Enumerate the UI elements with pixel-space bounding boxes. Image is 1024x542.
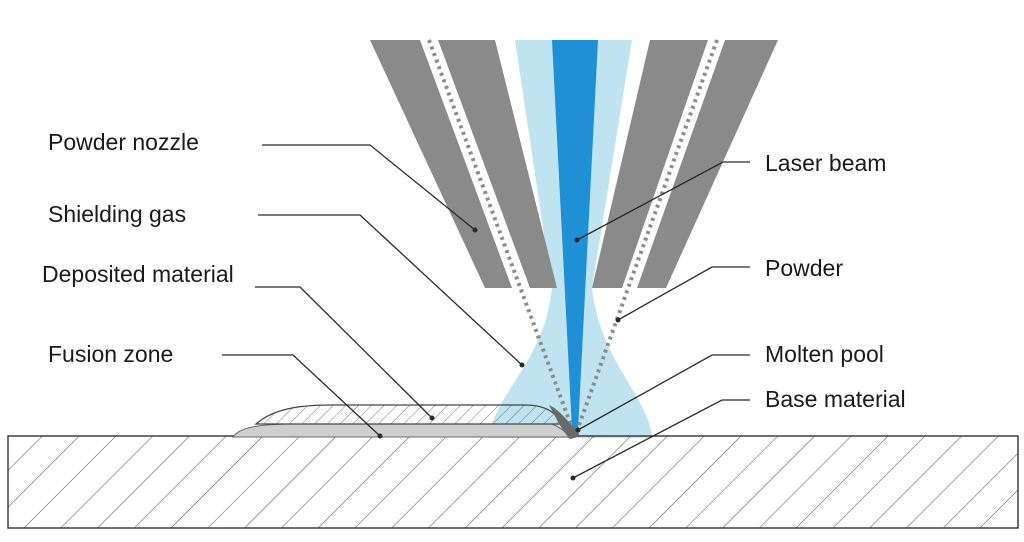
- fusion-zone: [232, 423, 574, 438]
- powder-nozzle-right-outer: [637, 40, 778, 288]
- label-laser-beam: Laser beam: [765, 150, 886, 176]
- leader-powder-nozzle: [262, 144, 476, 231]
- label-shielding-gas: Shielding gas: [48, 201, 186, 227]
- base-material: [7, 435, 1019, 529]
- label-fusion-zone: Fusion zone: [48, 341, 173, 367]
- leader-base-material: [572, 399, 750, 479]
- laser-beam: [552, 40, 598, 430]
- label-deposited-material: Deposited material: [42, 261, 234, 287]
- powder-nozzle-left-inner: [438, 40, 557, 288]
- leader-molten-pool: [577, 354, 750, 431]
- leader-fusion-zone: [222, 354, 381, 437]
- label-powder: Powder: [765, 255, 843, 281]
- label-powder-nozzle: Powder nozzle: [48, 129, 199, 155]
- leader-laser-beam: [576, 161, 750, 241]
- molten-pool: [549, 405, 579, 439]
- label-molten-pool: Molten pool: [765, 341, 884, 367]
- powder-stream-right: [576, 39, 719, 429]
- leader-deposited-material: [255, 286, 433, 419]
- label-base-material: Base material: [765, 386, 906, 412]
- powder-stream-left: [427, 39, 574, 429]
- leader-lines: [222, 144, 750, 481]
- powder-nozzle-right-inner: [592, 40, 708, 288]
- deposited-material: [254, 404, 565, 425]
- powder-nozzle-left-outer: [370, 40, 512, 288]
- leader-shielding-gas: [258, 214, 523, 366]
- leader-powder: [617, 266, 750, 321]
